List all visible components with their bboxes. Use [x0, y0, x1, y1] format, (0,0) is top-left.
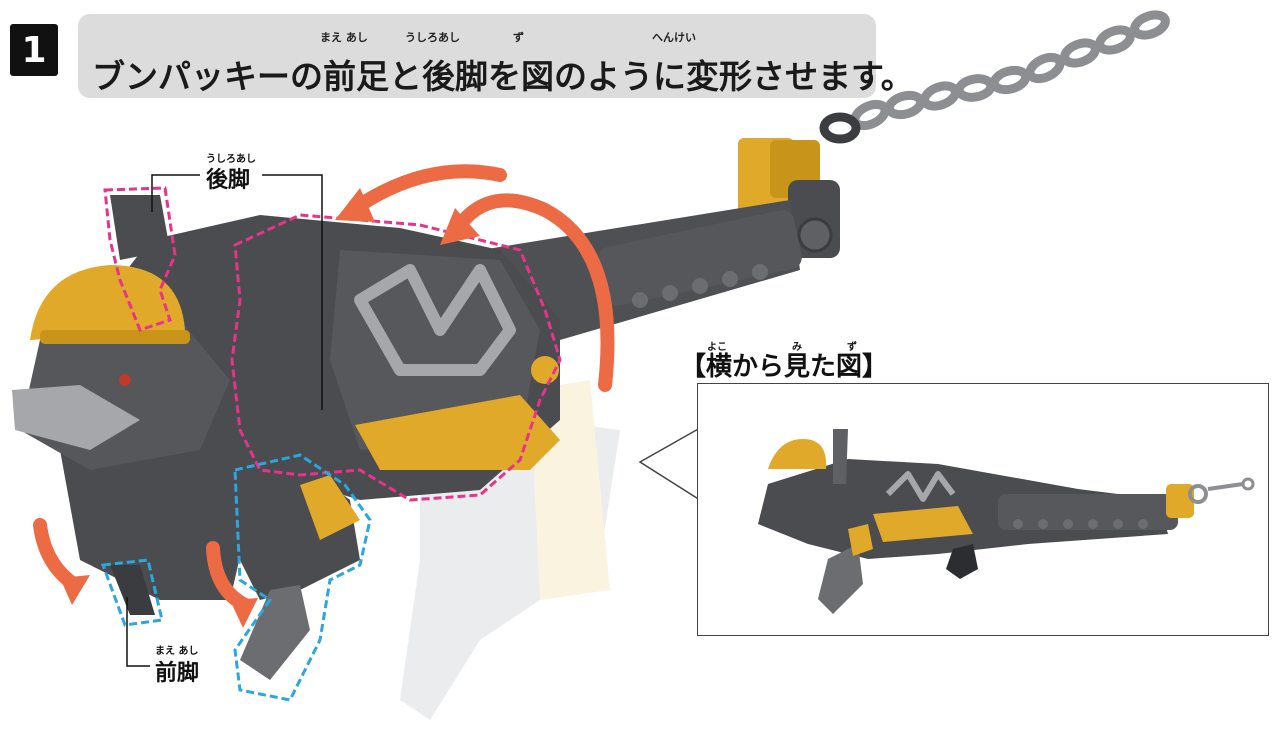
side-view-ruby-yoko: よこ: [707, 342, 727, 353]
side-view-panel: [697, 383, 1269, 636]
back-leg-outline: [103, 186, 562, 502]
front-leg-outline: [100, 453, 372, 702]
chain-graphic: [819, 10, 1170, 144]
arrow-heads: [60, 188, 480, 628]
head-graphic: [12, 265, 230, 470]
rotation-arrows: [33, 164, 615, 612]
ruby-ushiro-ashi: うしろあし: [405, 31, 460, 44]
back-legs-ruby: うしろあし: [206, 154, 256, 165]
ruby-henkei: へんけい: [652, 31, 696, 44]
ruby-mae-ashi: まえ あし: [320, 31, 368, 44]
callout-pointer: [638, 426, 701, 502]
leader-lines: [126, 174, 323, 667]
body-graphic: [60, 215, 560, 600]
front-legs-graphic: [110, 462, 360, 680]
side-view-illustration: [758, 429, 1255, 614]
step-number-badge: 1: [10, 24, 58, 76]
instruction-text: ブンパッキーの前足と後脚を図のように変形させます。: [92, 57, 914, 96]
instruction-banner: [78, 14, 876, 98]
side-view-title: 【横から見た図】: [680, 352, 889, 382]
front-legs-label: 前脚: [155, 661, 200, 686]
ruby-zu: ず: [513, 31, 524, 44]
back-legs-label: 後脚: [206, 168, 251, 193]
side-view-ruby-zu: ず: [847, 342, 857, 353]
front-legs-ruby: まえ あし: [155, 646, 199, 657]
back-leg-spike: [110, 195, 170, 260]
side-view-ruby-mi: み: [792, 342, 802, 353]
